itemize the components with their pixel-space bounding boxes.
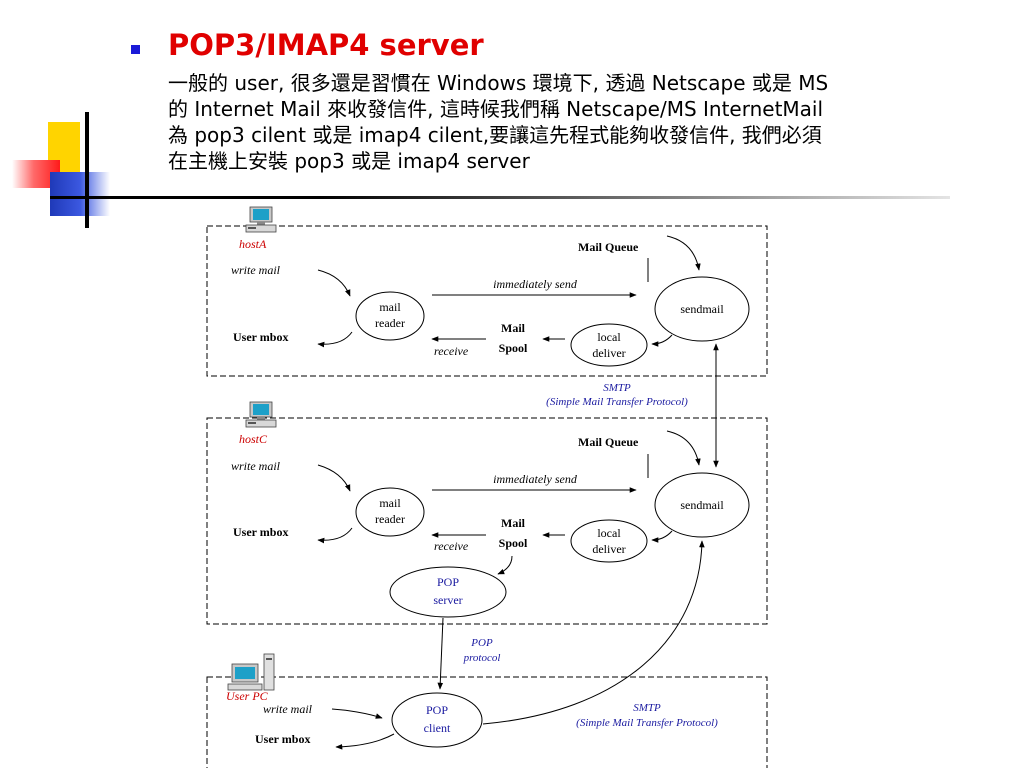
user-pc-icon — [227, 653, 275, 691]
user-pc-write-mail-label: write mail — [263, 702, 313, 716]
bullet-square-icon — [131, 45, 140, 54]
slide-body: 一般的 user, 很多還是習慣在 Windows 環境下, 透過 Netsca… — [168, 70, 978, 174]
hostA-local-deliver-label: local — [597, 330, 621, 344]
hostA-queue-arrow — [666, 235, 701, 271]
hostC-write-arrow — [317, 464, 351, 492]
user-pc-smtp-label: (Simple Mail Transfer Protocol) — [576, 717, 718, 729]
hostA-mbox-arrow — [317, 331, 353, 348]
hostA-mail-queue-label: Mail Queue — [578, 240, 639, 254]
smtp-top-label: SMTP — [603, 382, 631, 394]
pop-protocol-label: protocol — [463, 652, 501, 664]
hostC-mail-spool-label: Mail — [501, 516, 526, 530]
hostC-user-mbox-label: User mbox — [233, 525, 288, 539]
hostA-user-mbox-label: User mbox — [233, 330, 288, 344]
hostC-immediately-send-label: immediately send — [493, 472, 578, 486]
deco-blue-square — [50, 172, 110, 216]
hostA-local-deliver-label: deliver — [592, 346, 625, 360]
hostC-label: hostC — [239, 432, 268, 446]
hostC-sendmail-node — [654, 472, 750, 538]
hostC-local-deliver-label: local — [597, 526, 621, 540]
hostC-computer-icon — [245, 401, 277, 428]
hostA-sendmail-label: sendmail — [680, 302, 724, 316]
hostC-mail-reader-label: mail — [379, 496, 401, 510]
pop-protocol-arrow — [437, 617, 444, 690]
pop-client-label: POP — [426, 703, 448, 717]
hostA-box — [206, 225, 768, 377]
hostC-mbox-arrow — [317, 527, 353, 544]
pop-server-label: server — [433, 593, 462, 607]
body-line: 在主機上安裝 pop3 或是 imap4 server — [168, 149, 530, 173]
hostA-receive-label: receive — [434, 344, 469, 358]
hostA-mail-spool-label: Mail — [501, 321, 526, 335]
hostA-write-arrow — [317, 269, 351, 297]
pop-client-label: client — [424, 721, 451, 735]
hostC-deliver-arrow — [651, 530, 673, 543]
hostC-sendmail-label: sendmail — [680, 498, 724, 512]
pop-server-node — [389, 566, 507, 618]
slide-title: POP3/IMAP4 server — [168, 28, 484, 62]
hostA-write-mail-label: write mail — [231, 263, 281, 277]
hostA-mail-spool-label: Spool — [499, 341, 528, 355]
smtp-top-label: (Simple Mail Transfer Protocol) — [546, 396, 688, 408]
hostA-sendmail-node — [654, 276, 750, 342]
hostC-mail-queue-label: Mail Queue — [578, 435, 639, 449]
hostC-mail-reader-label: reader — [375, 512, 405, 526]
user-pc-label: User PC — [226, 689, 269, 703]
hostA-computer-icon — [245, 206, 277, 233]
hostA-mail-reader-label: mail — [379, 300, 401, 314]
hostA-deliver-arrow — [651, 334, 673, 347]
hostC-local-deliver-label: deliver — [592, 542, 625, 556]
deco-vertical-line — [85, 112, 89, 228]
hostC-queue-arrow — [666, 430, 701, 466]
user-pc-smtp-label: SMTP — [633, 702, 661, 714]
user-pc-mbox-arrow — [335, 733, 395, 750]
client-smtp-arrow — [482, 540, 705, 725]
hostC-receive-label: receive — [434, 539, 469, 553]
hostC-write-mail-label: write mail — [231, 459, 281, 473]
hostC-mail-spool-label: Spool — [499, 536, 528, 550]
pop-protocol-label: POP — [470, 637, 493, 649]
hostA-mail-reader-node — [355, 291, 425, 341]
user-pc-user-mbox-label: User mbox — [255, 732, 310, 746]
pop-server-label: POP — [437, 575, 459, 589]
user-pc-write-arrow — [331, 708, 383, 719]
spool-to-pop-arrow — [497, 555, 513, 575]
body-line: 為 pop3 cilent 或是 imap4 cilent,要讓這先程式能夠收發… — [168, 123, 822, 147]
hostA-mail-reader-label: reader — [375, 316, 405, 330]
hostC-box — [206, 417, 768, 625]
deco-horizontal-rule — [50, 196, 950, 199]
body-line: 的 Internet Mail 來收發信件, 這時候我們稱 Netscape/M… — [168, 97, 824, 121]
body-line: 一般的 user, 很多還是習慣在 Windows 環境下, 透過 Netsca… — [168, 71, 829, 95]
user-pc-box — [206, 676, 768, 768]
pop-client-node — [391, 692, 483, 748]
hostC-local-deliver-node — [570, 519, 648, 563]
hostA-label: hostA — [239, 237, 267, 251]
hostA-local-deliver-node — [570, 323, 648, 367]
hostA-immediately-send-label: immediately send — [493, 277, 578, 291]
hostC-mail-reader-node — [355, 487, 425, 537]
